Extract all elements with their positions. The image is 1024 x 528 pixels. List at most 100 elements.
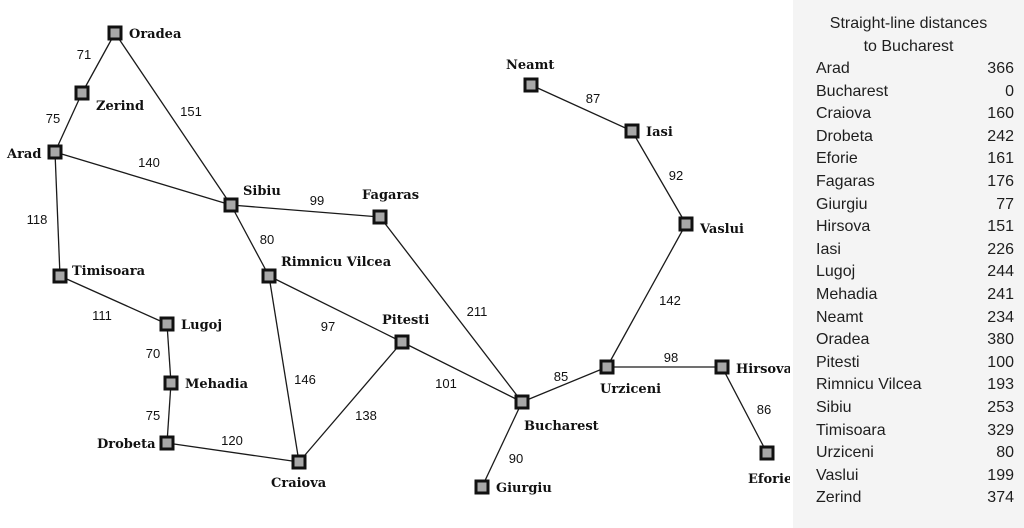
city-node-drobeta xyxy=(159,435,175,451)
sld-row-value: 253 xyxy=(987,398,1014,416)
city-node-vaslui xyxy=(678,216,694,232)
road-edges xyxy=(54,32,768,488)
city-node-pitesti xyxy=(394,334,410,350)
sld-row-value: 199 xyxy=(987,466,1014,484)
straight-line-distance-panel: Straight-line distances to Bucharest Ara… xyxy=(793,0,1024,528)
sld-row-city: Hirsova xyxy=(816,218,871,236)
distance-label-bucharest-giurgiu: 90 xyxy=(509,451,523,466)
city-node-giurgiu xyxy=(474,479,490,495)
city-node-sibiu xyxy=(223,197,239,213)
sld-row-value: 329 xyxy=(987,421,1014,439)
distance-label-timisoara-lugoj: 111 xyxy=(92,308,112,323)
sld-row: Neamt 234 xyxy=(816,307,1014,330)
distance-label-sibiu-fagaras: 99 xyxy=(310,193,324,208)
distance-label-fagaras-bucharest: 211 xyxy=(467,304,488,319)
sld-row-city: Sibiu xyxy=(816,398,852,416)
sld-row-value: 193 xyxy=(987,376,1014,394)
sld-row: Sibiu 253 xyxy=(816,397,1014,420)
city-node-lugoj xyxy=(159,316,175,332)
sld-title-line-2: to Bucharest xyxy=(863,38,954,55)
city-node-hirsova xyxy=(714,359,730,375)
city-label-rimnicu: Rimnicu Vilcea xyxy=(281,255,392,270)
distance-label-oradea-zerind: 71 xyxy=(77,47,91,62)
city-label-urziceni: Urziceni xyxy=(600,382,661,397)
city-node-eforie xyxy=(759,445,775,461)
city-label-sibiu: Sibiu xyxy=(243,184,281,199)
sld-row-value: 77 xyxy=(996,195,1014,213)
sld-row-city: Eforie xyxy=(816,150,858,168)
road-iasi-neamt xyxy=(530,84,633,132)
sld-row-city: Iasi xyxy=(816,240,841,258)
city-node-zerind xyxy=(74,85,90,101)
city-label-pitesti: Pitesti xyxy=(382,313,429,328)
distance-label-drobeta-craiova: 120 xyxy=(221,433,243,448)
sld-row-city: Timisoara xyxy=(816,421,886,439)
city-node-fagaras xyxy=(372,209,388,225)
city-label-fagaras: Fagaras xyxy=(362,188,419,203)
sld-row-city: Arad xyxy=(816,60,850,77)
road-craiova-pitesti xyxy=(298,341,403,463)
road-arad-sibiu xyxy=(54,151,232,206)
city-node-rimnicu xyxy=(261,268,277,284)
sld-row-value: 100 xyxy=(987,353,1014,371)
city-label-oradea: Oradea xyxy=(129,27,182,42)
road-hirsova-eforie xyxy=(721,366,768,454)
sld-row-city: Neamt xyxy=(816,308,864,326)
sld-row-city: Urziceni xyxy=(816,444,874,462)
sld-title-line-1: Straight-line distances xyxy=(829,15,988,32)
distance-label-bucharest-urziceni: 85 xyxy=(554,369,568,384)
city-node-oradea xyxy=(107,25,123,41)
road-urziceni-vaslui xyxy=(606,223,687,368)
road-pitesti-bucharest xyxy=(401,341,523,403)
sld-row-value: 242 xyxy=(987,127,1014,145)
city-label-arad: Arad xyxy=(6,147,41,162)
city-label-eforie: Eforie xyxy=(748,472,790,487)
distance-label-zerind-arad: 75 xyxy=(46,111,60,126)
sld-row-value: 161 xyxy=(987,150,1014,168)
distance-label-oradea-sibiu: 151 xyxy=(180,104,202,119)
city-node-neamt xyxy=(523,77,539,93)
road-timisoara-lugoj xyxy=(59,275,168,325)
sld-row-city: Giurgiu xyxy=(816,195,868,213)
sld-row: Urziceni 80 xyxy=(816,442,1014,465)
sld-row-value: 380 xyxy=(987,331,1014,349)
city-node-arad xyxy=(47,144,63,160)
sld-row: Eforie 161 xyxy=(816,148,1014,171)
sld-row-city: Pitesti xyxy=(816,353,860,371)
sld-row-city: Lugoj xyxy=(816,263,856,281)
city-nodes xyxy=(47,25,775,495)
sld-row-value: 80 xyxy=(996,444,1014,462)
road-rimnicu-pitesti xyxy=(268,275,403,343)
road-oradea-sibiu xyxy=(114,32,232,206)
city-label-bucharest: Bucharest xyxy=(524,419,599,434)
distance-label-urziceni-vaslui: 142 xyxy=(659,293,681,308)
city-label-iasi: Iasi xyxy=(646,125,673,140)
distance-label-sibiu-rimnicu: 80 xyxy=(260,232,274,247)
sld-row: Giurgiu 77 xyxy=(816,194,1014,217)
road-sibiu-rimnicu xyxy=(230,204,270,277)
distance-label-urziceni-hirsova: 98 xyxy=(664,350,678,365)
distance-label-iasi-neamt: 87 xyxy=(586,91,600,106)
sld-row-city: Rimnicu Vilcea xyxy=(816,376,922,394)
road-sibiu-fagaras xyxy=(230,204,381,218)
city-node-urziceni xyxy=(599,359,615,375)
road-arad-timisoara xyxy=(54,151,61,277)
city-label-drobeta: Drobeta xyxy=(97,437,156,452)
distance-label-craiova-pitesti: 138 xyxy=(355,408,377,423)
sld-row-value: 234 xyxy=(987,308,1014,326)
distance-label-vaslui-iasi: 92 xyxy=(669,168,683,183)
city-node-mehadia xyxy=(163,375,179,391)
sld-row: Rimnicu Vilcea 193 xyxy=(816,374,1014,397)
